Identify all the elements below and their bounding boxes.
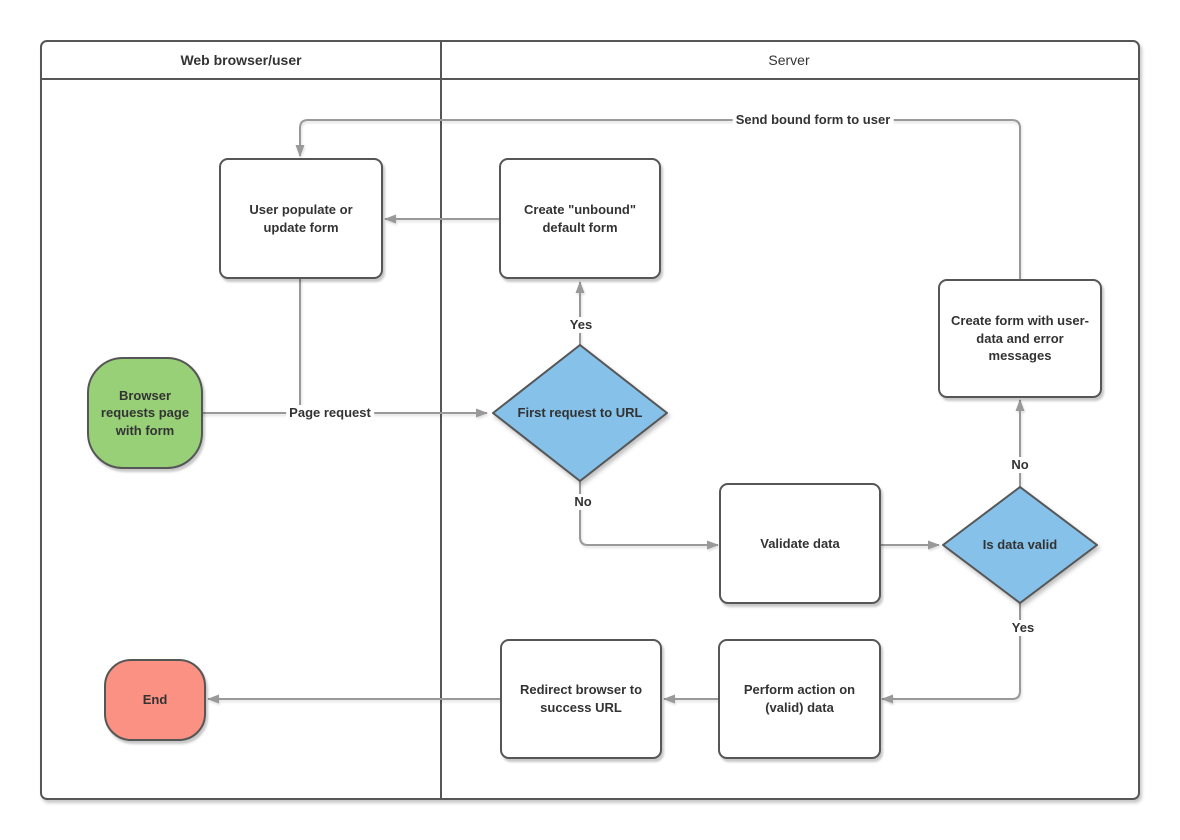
lane-title-server: Server bbox=[768, 52, 810, 68]
edge-label-page-request: Page request bbox=[286, 405, 374, 421]
lane-divider bbox=[440, 42, 442, 798]
node-first-request-diamond bbox=[492, 344, 668, 482]
node-redirect-browser: Redirect browser to success URL bbox=[500, 639, 662, 759]
edge-label-first-request-yes: Yes bbox=[566, 317, 596, 333]
lane-title-web-browser-user: Web browser/user bbox=[180, 52, 302, 68]
node-perform-action: Perform action on (valid) data bbox=[718, 639, 881, 759]
pool-header: Web browser/user Server bbox=[42, 42, 1138, 80]
node-user-populate: User populate or update form bbox=[219, 158, 383, 279]
node-validate-data: Validate data bbox=[719, 483, 881, 604]
node-is-data-valid-label: Is data valid bbox=[982, 537, 1058, 553]
node-first-request-label: First request to URL bbox=[517, 405, 643, 421]
edge-is-valid-yes bbox=[881, 603, 1021, 704]
edge-send-bound-form bbox=[295, 119, 1021, 279]
edge-label-is-valid-yes: Yes bbox=[1008, 620, 1038, 636]
node-is-data-valid-diamond bbox=[942, 486, 1098, 604]
node-create-form-errors: Create form with user-data and error mes… bbox=[938, 279, 1102, 398]
edge-label-send-bound-form: Send bound form to user bbox=[732, 112, 894, 128]
edge-first-request-no bbox=[579, 481, 719, 550]
node-start: Browser requests page with form bbox=[87, 357, 203, 469]
edge-label-first-request-no: No bbox=[571, 494, 595, 510]
node-end: End bbox=[104, 659, 206, 741]
edge-label-is-valid-no: No bbox=[1008, 457, 1032, 473]
node-create-unbound: Create "unbound" default form bbox=[499, 158, 661, 279]
swimlane-pool: Web browser/user Server bbox=[40, 40, 1140, 800]
